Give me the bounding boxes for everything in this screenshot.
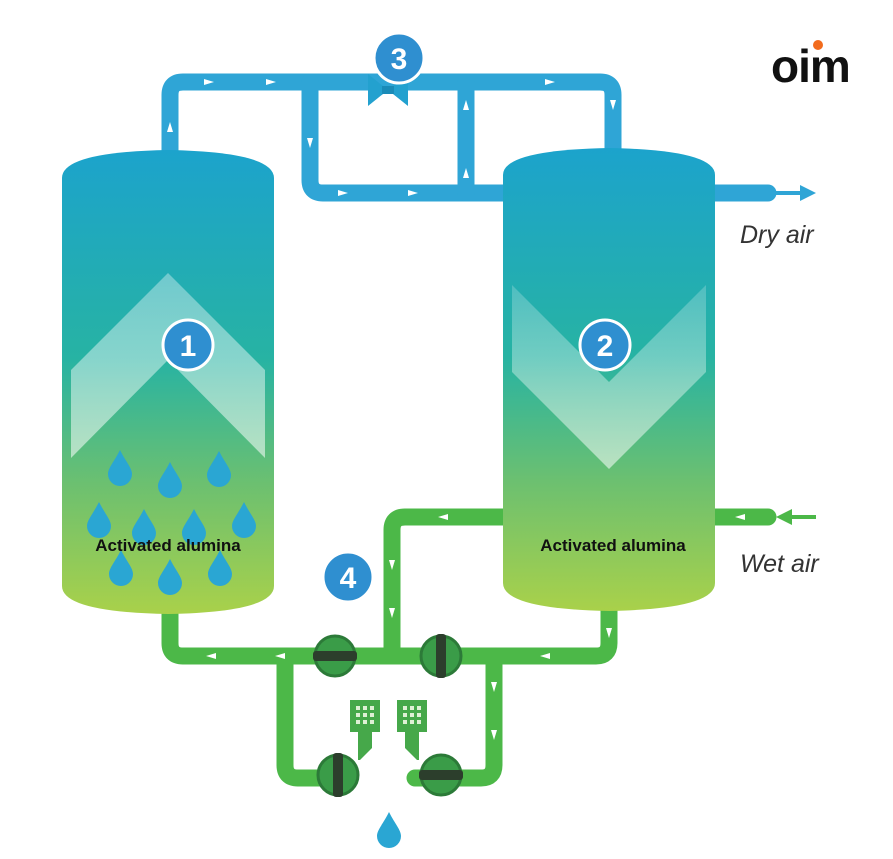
marker-4-label: 4	[340, 562, 357, 595]
wet-air-flow-arrows	[206, 514, 745, 740]
marker-2: 2	[578, 318, 632, 372]
ball-valve-icon	[316, 753, 360, 797]
wet-air-label: Wet air	[740, 550, 820, 578]
dry-air-outlet-arrow	[776, 185, 816, 201]
tower-1: Activated alumina	[62, 150, 274, 614]
dry-air-flow-arrows	[167, 79, 616, 196]
marker-1-label: 1	[180, 330, 197, 363]
marker-3-label: 3	[391, 43, 408, 76]
logo-dot	[813, 40, 823, 50]
chevron-down-icon	[512, 285, 706, 469]
brand-logo: oim	[771, 40, 851, 92]
wet-air-inlet-arrow	[776, 509, 816, 525]
ball-valve-icon	[419, 753, 463, 797]
marker-3: 3	[372, 31, 426, 85]
ball-valve-icon	[313, 634, 357, 678]
marker-2-label: 2	[597, 330, 614, 363]
tower-2: Activated alumina	[503, 148, 715, 611]
silencer-icon	[397, 700, 427, 760]
water-droplets	[87, 450, 256, 595]
dry-air-label: Dry air	[740, 221, 815, 249]
water-droplet-icon	[377, 812, 401, 848]
tower-2-material-label: Activated alumina	[540, 536, 686, 555]
wet-air-piping	[161, 508, 777, 787]
marker-4: 4	[321, 550, 375, 604]
tower-1-material-label: Activated alumina	[95, 536, 241, 555]
ball-valve-icon	[419, 634, 463, 678]
logo-text: oim	[771, 40, 850, 92]
marker-1: 1	[161, 318, 215, 372]
chevron-up-icon	[71, 273, 265, 458]
silencer-icon	[350, 700, 380, 760]
